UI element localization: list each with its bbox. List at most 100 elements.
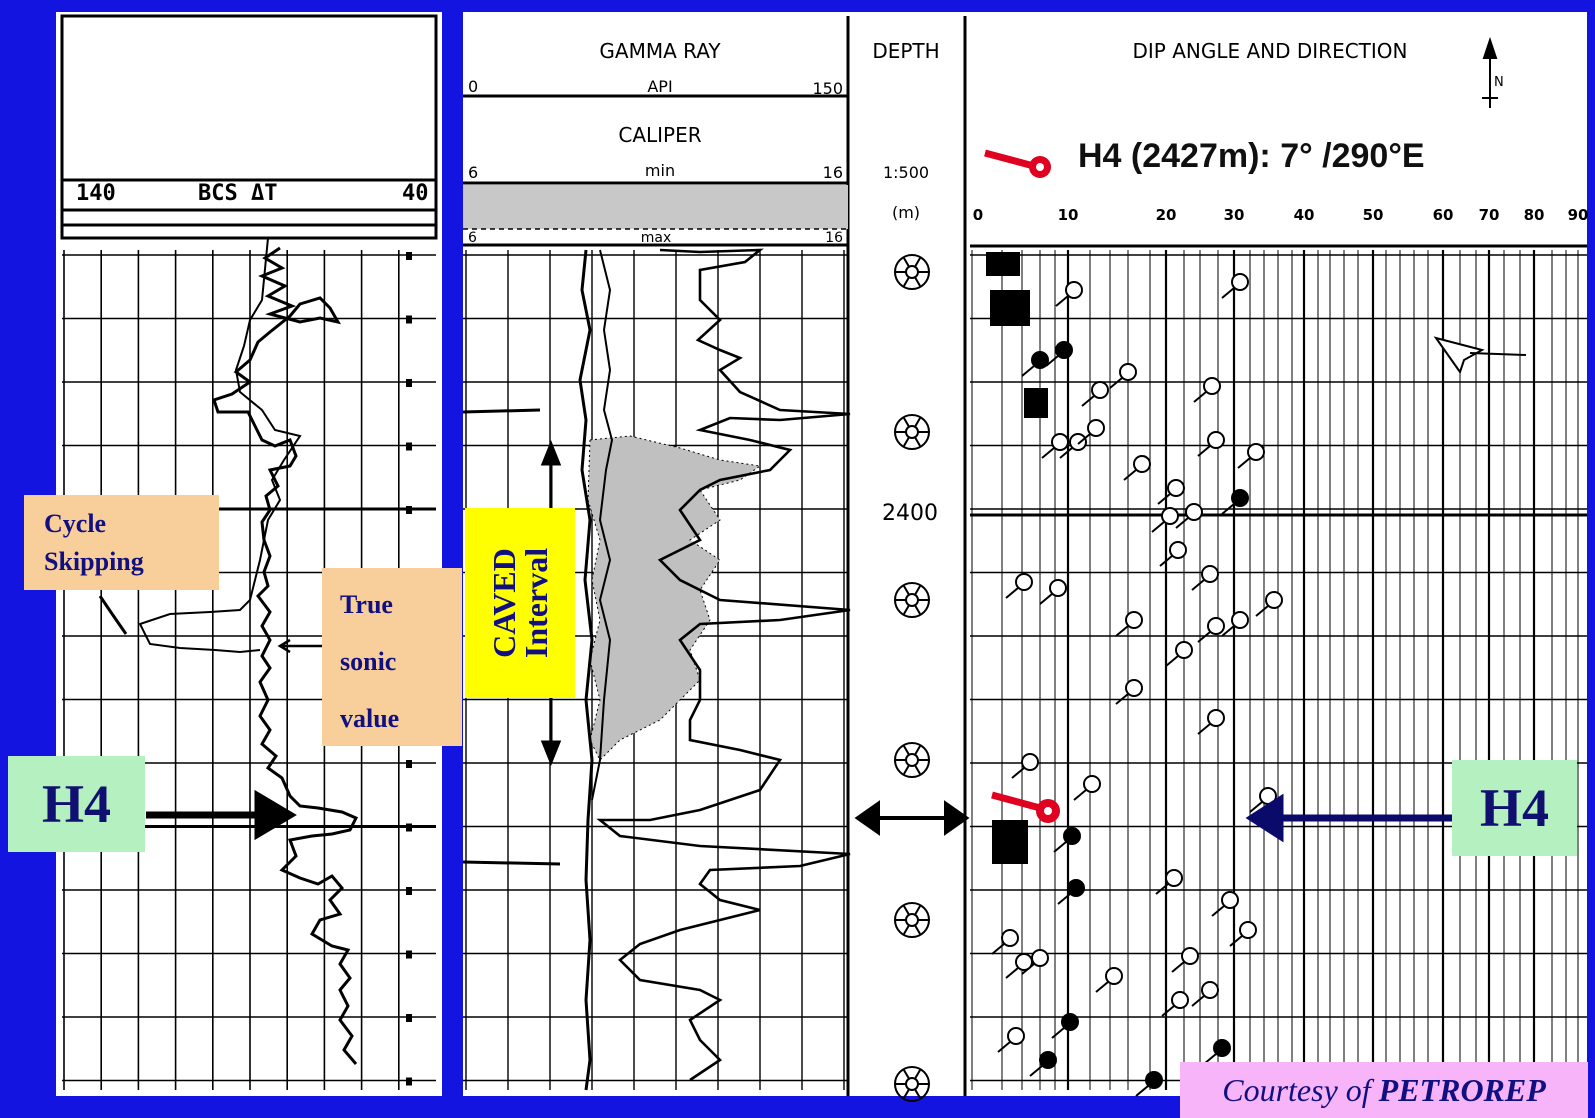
borehole-rose-icon [894,254,930,290]
dip-tick-label: 30 [1224,206,1245,224]
depth-unit: (m) [892,203,920,222]
dip-tadpole-icon [997,1027,1025,1053]
dip-tick-label: 10 [1058,206,1079,224]
tick-mark [406,1014,412,1022]
caliper-stipple [463,185,848,229]
dip-tadpole-icon [1057,879,1085,905]
true-sonic-line3: value [340,704,400,733]
caved-line1: CAVED [486,548,522,658]
depth-roses [894,254,930,1102]
dip-tick-label: 60 [1433,206,1454,224]
tick-mark [406,823,412,832]
true-sonic-arrow [277,638,330,654]
dip-tadpole-icon [1229,921,1257,947]
dip-tadpole-icon [1221,489,1249,515]
h4-left-label: H4 [8,756,145,852]
dip-tadpole-icon [1255,591,1283,617]
dip-tadpole-icon [1073,775,1101,801]
sonic-curve-2 [138,237,302,654]
true-sonic-line2: sonic [340,647,397,676]
caliper-scale-right-max: 16 [825,230,843,246]
dip-tadpole-icon [1155,869,1183,895]
h4-red-tadpole-icon [991,791,1060,823]
h4-title-tadpole-icon [984,149,1051,178]
caliper-scale-left-max: 6 [468,230,477,246]
dip-tick-label: 0 [973,206,983,224]
dip-tadpole-icon [1115,611,1143,637]
tick-mark [406,442,412,451]
h4-left-arrow [146,789,297,841]
borehole-rose-icon [894,582,930,618]
dip-tadpole-icon [1191,565,1219,591]
caved-shading [587,435,762,761]
dip-tadpoles [991,273,1283,1097]
sonic-title: BCS ΔT [198,181,277,206]
true-sonic-label: True sonic value [322,568,462,746]
dip-cluster [986,252,1048,864]
dip-tadpole-icon [1109,363,1137,389]
dip-tadpole-icon [1115,679,1143,705]
dip-tadpole-icon [1011,753,1039,779]
dip-tadpole-icon [1039,579,1067,605]
dip-title: DIP ANGLE AND DIRECTION [1132,39,1407,63]
dip-tadpole-icon [1193,377,1221,403]
gr-unit: API [647,77,672,96]
dip-tick-label: 40 [1294,206,1315,224]
gr-title: GAMMA RAY [599,39,721,63]
h4-right-arrow [1245,793,1456,843]
tick-mark [406,950,412,959]
dip-tick-label: 20 [1156,206,1177,224]
caliper-title: CALIPER [618,123,701,147]
depth-scale: 1:500 [883,163,929,182]
dip-tick-label: 50 [1363,206,1384,224]
dip-tadpole-icon [1077,419,1105,445]
borehole-rose-icon [894,1066,930,1102]
true-sonic-line1: True [340,590,393,619]
sonic-header [60,14,438,240]
dip-tadpole-icon [1095,967,1123,993]
gr-scale-right: 150 [812,79,843,98]
dip-tadpole-icon [1045,341,1073,367]
dip-tadpole-icon [1005,953,1033,979]
gr-spike [462,408,561,866]
caved-interval-label: CAVED Interval [465,508,575,698]
dip-tadpole-icon [1211,891,1239,917]
h4-depth-arrow [854,800,970,836]
north-label: N [1494,75,1504,90]
tick-mark [406,315,412,324]
dip-tadpole-icon [1197,617,1225,643]
dip-tadpole-icon [1135,1071,1163,1097]
gamma-ray-curve-2 [591,249,614,801]
dip-tadpole-icon [1161,991,1189,1017]
dip-tadpole-icon [1203,1039,1231,1065]
cycle-skip-arrow [98,595,128,635]
dip-tick-label: 80 [1524,206,1545,224]
courtesy-credit: Courtesy of PETROREP [1180,1062,1588,1118]
dip-tadpole-icon [1165,641,1193,667]
dip-tadpole-icon [1197,431,1225,457]
caved-line2: Interval [518,547,554,659]
dip-tick-label: 90 [1568,206,1589,224]
caliper-unit-max: max [641,230,672,246]
caliper-curve [578,249,594,1091]
dip-tadpole-icon [1221,611,1249,637]
dip-tadpole-icon [1159,541,1187,567]
tick-mark [406,252,412,260]
tick-mark [406,506,412,514]
dip-tadpole-icon [1021,351,1049,377]
dip-tadpole-icon [1059,433,1087,459]
depth-marker-2400: 2400 [882,501,938,526]
north-arrow-icon [1482,36,1498,108]
dip-tadpole-icon [1055,281,1083,307]
cycle-skipping-line1: Cycle [44,509,107,538]
borehole-rose-icon [894,742,930,778]
gamma-ray-curve [596,248,851,1082]
caliper-scale-right: 16 [823,163,843,182]
tick-mark [406,760,412,768]
sonic-scale-left: 140 [76,181,116,206]
dip-tadpole-icon [1081,381,1109,407]
rose-diagram-icon [1433,336,1527,375]
tick-mark [406,887,412,895]
h4-right-label: H4 [1452,760,1577,856]
